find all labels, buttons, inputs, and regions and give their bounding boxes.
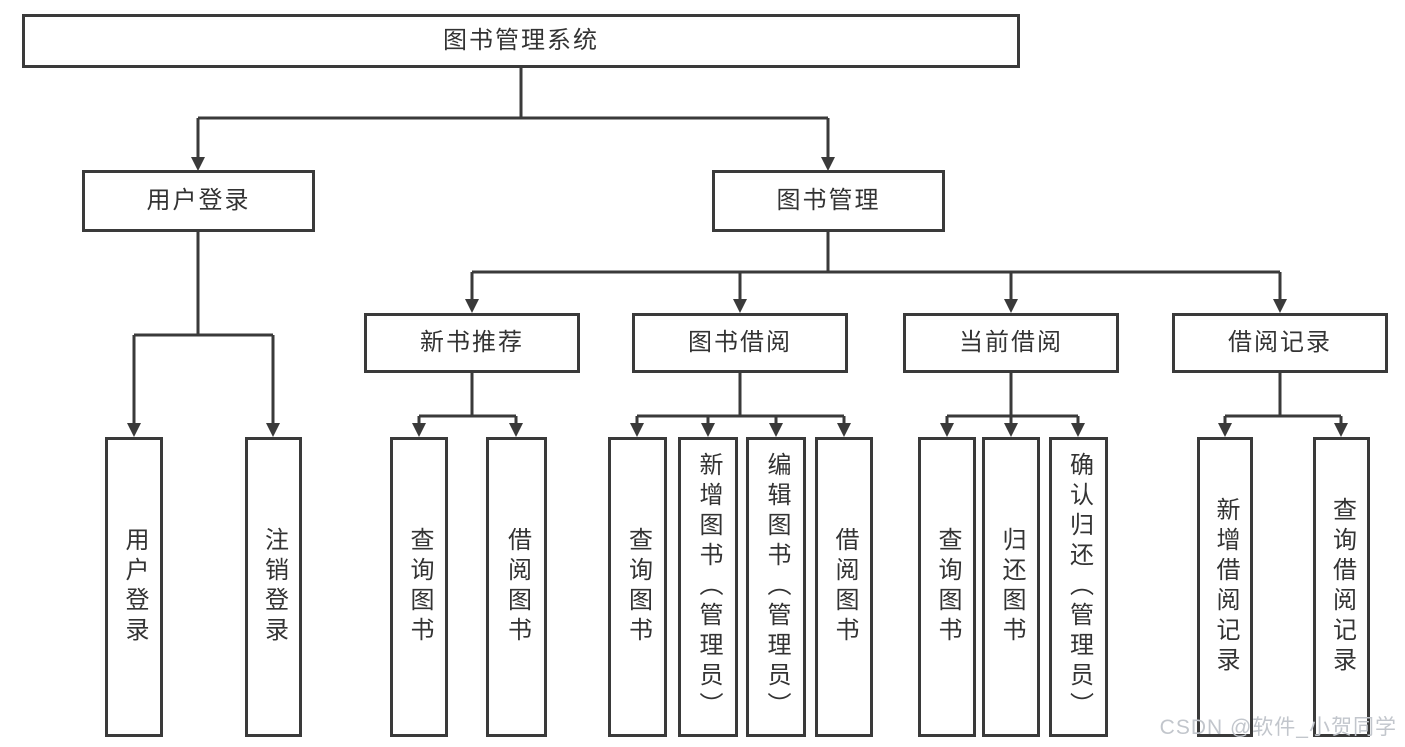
node-cb-return-book: 归还图书 [982,437,1040,737]
node-borrow-record: 借阅记录 [1172,313,1388,373]
connector-root-to-level2 [191,68,835,171]
node-user-login: 用户登录 [82,170,315,232]
node-bb-add-book-admin: 新增图书（管理员） [678,437,738,737]
node-root-system: 图书管理系统 [22,14,1020,68]
node-bb-edit-book-admin: 编辑图书（管理员） [746,437,806,737]
csdn-watermark: CSDN @软件_小贺同学 [1159,716,1397,739]
connector-newbook-to-children [412,373,523,437]
connector-bookmgmt-to-level3 [465,232,1287,313]
node-current-borrow: 当前借阅 [903,313,1119,373]
node-cb-query-book: 查询图书 [918,437,976,737]
node-bb-query-book: 查询图书 [608,437,667,737]
connector-borrowrecord-to-children [1218,373,1348,437]
node-cb-confirm-return-admin: 确认归还（管理员） [1049,437,1108,737]
node-br-query-record: 查询借阅记录 [1313,437,1370,737]
connector-currentborrow-to-children [940,373,1085,437]
connector-userlogin-to-children [127,232,280,437]
node-br-add-record: 新增借阅记录 [1197,437,1253,737]
node-nb-query-book: 查询图书 [390,437,448,737]
connector-bookborrow-to-children [630,373,851,437]
node-new-book-recommend: 新书推荐 [364,313,580,373]
node-book-management: 图书管理 [712,170,945,232]
node-user-login-action: 用户登录 [105,437,163,737]
node-nb-borrow-book: 借阅图书 [486,437,547,737]
node-bb-borrow-book: 借阅图书 [815,437,873,737]
node-book-borrow: 图书借阅 [632,313,848,373]
node-logout-action: 注销登录 [245,437,302,737]
